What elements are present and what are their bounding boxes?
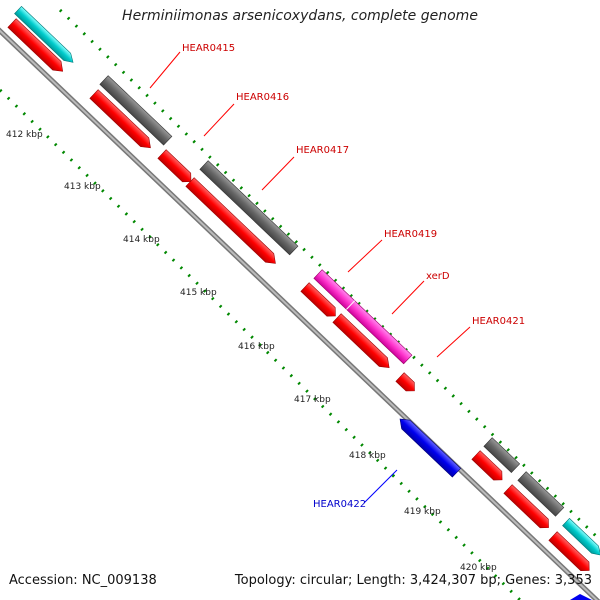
cds-feature [300,282,336,317]
gene-label[interactable]: HEAR0421 [472,316,525,327]
cds-feature-blue [570,594,592,600]
map-title: Herminiimonas arsenicoxydans, complete g… [122,8,478,24]
scale-label: 416 kbp [238,342,275,352]
feature-track [7,5,600,600]
cds-feature [185,177,276,264]
cds-feature [503,484,549,529]
scale-label: 418 kbp [349,451,386,461]
gene-hear0417 [199,160,299,256]
gene-labels: HEAR0415 HEAR0416 HEAR0417 HEAR0419 xerD… [182,43,525,510]
label-leaders [149,51,471,504]
gene-hear0422 [399,418,462,478]
cds-feature [548,531,590,571]
other-feature [517,471,565,517]
gene-label[interactable]: HEAR0416 [236,92,289,103]
cds-feature [157,149,192,183]
scale-labels: 412 kbp 413 kbp 414 kbp 415 kbp 416 kbp … [6,130,497,573]
scale-label: 419 kbp [404,507,441,517]
cds-feature [89,89,151,149]
cds-feature [395,372,415,392]
cds-feature [471,450,503,481]
accession-label: Accession: NC_009138 [9,573,157,588]
gene-label[interactable]: HEAR0422 [313,499,366,510]
cds-feature [7,18,64,72]
scale-label: 417 kbp [294,395,331,405]
genome-backbone [0,27,600,600]
outer-tick-line [58,8,600,542]
scale-label: 413 kbp [64,182,101,192]
gene-label[interactable]: HEAR0415 [182,43,235,54]
gene-label[interactable]: xerD [426,271,450,282]
scale-label: 420 kbp [460,563,497,573]
gene-label[interactable]: HEAR0419 [384,229,437,240]
scale-tick-line [0,88,522,600]
gene-label[interactable]: HEAR0417 [296,145,349,156]
scale-label: 415 kbp [180,288,217,298]
scale-label: 414 kbp [123,235,160,245]
gene-xerd [313,269,413,365]
other-feature [483,437,521,473]
rna-feature [562,517,600,556]
scale-label: 412 kbp [6,130,43,140]
rna-feature [14,5,74,63]
cds-feature [332,313,390,368]
gene-hear0415 [99,75,173,146]
genome-summary: Topology: circular; Length: 3,424,307 bp… [234,573,592,588]
